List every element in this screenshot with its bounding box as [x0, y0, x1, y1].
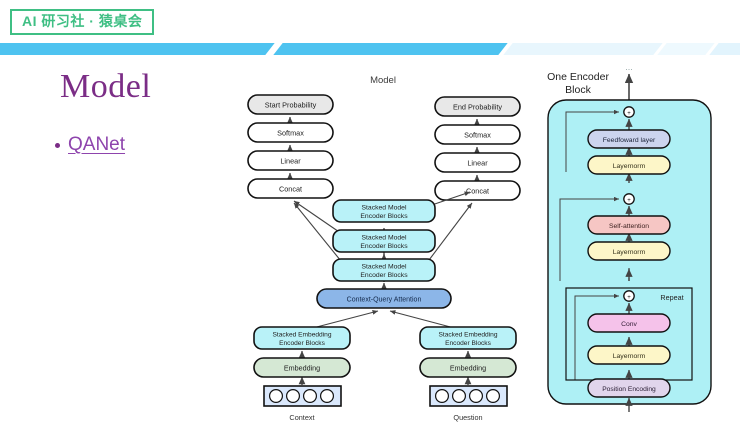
box-start-probability: Start Probability — [247, 94, 334, 115]
box-label: Linear — [467, 159, 488, 168]
bullet-item: QANet — [55, 134, 125, 156]
caption-question: Question — [453, 413, 482, 422]
box-embedding-context: Embedding — [253, 357, 351, 378]
box-label: Linear — [280, 157, 301, 166]
add-node-glyph: + — [627, 198, 631, 204]
box-label-line2: Encoder Blocks — [360, 213, 408, 220]
token-circle — [469, 389, 484, 404]
layer-feedfoward: Feedfoward layer — [587, 129, 671, 149]
layer-position-encoding: Position Encoding — [587, 378, 671, 398]
stripe-1 — [0, 43, 278, 55]
add-node-glyph: + — [627, 295, 631, 301]
box-linear-right: Linear — [434, 152, 521, 173]
token-circle — [486, 389, 501, 404]
box-label: End Probability — [453, 103, 502, 112]
figure-title: Model — [370, 75, 396, 86]
encoder-block-panel — [547, 99, 712, 405]
caption-context: Context — [289, 413, 314, 422]
layer-label: Self-attention — [609, 223, 649, 230]
box-label-line1: Stacked Model — [362, 264, 407, 271]
residual-add-nodes: + + + — [623, 106, 635, 302]
add-node-glyph: + — [627, 111, 631, 117]
stacked-model-encoder-block-1: Stacked Model Encoder Blocks — [332, 258, 436, 282]
layer-conv: Conv — [587, 313, 671, 333]
box-concat-left: Concat — [247, 178, 334, 199]
add-node-icon — [623, 290, 635, 302]
box-label-line1: Stacked Model — [362, 205, 407, 212]
stacked-embedding-encoder-context: Stacked Embedding Encoder Blocks — [253, 326, 351, 350]
layer-label: Conv — [621, 321, 637, 328]
box-label: Softmax — [464, 131, 491, 140]
box-label: Concat — [279, 185, 302, 194]
layer-layernorm-2: Layernorm — [587, 241, 671, 261]
stacked-model-encoder-blocks: Stacked Model Encoder Blocks Stacked Mod… — [332, 199, 436, 282]
token-circle — [269, 389, 284, 404]
token-circle — [435, 389, 450, 404]
token-circle — [286, 389, 301, 404]
brand-badge: AI 研习社 · 猿桌会 — [10, 9, 155, 36]
top-ellipsis: ... — [625, 62, 633, 72]
token-row-question — [429, 385, 508, 407]
box-label-line2: Encoder Blocks — [279, 340, 326, 347]
layer-label: Layernorm — [613, 249, 646, 256]
box-concat-right: Concat — [434, 180, 521, 201]
box-label: Start Probability — [265, 101, 317, 110]
encoder-block-title-line1: One Encoder — [547, 71, 609, 83]
token-circle — [320, 389, 335, 404]
stripe-4 — [654, 43, 718, 55]
box-linear-left: Linear — [247, 150, 334, 171]
layer-self-attention: Self-attention — [587, 215, 671, 235]
repeat-label: Repeat — [660, 293, 683, 302]
box-label-line2: Encoder Blocks — [360, 272, 408, 279]
page-title: Model — [60, 68, 152, 105]
layer-layernorm-3: Layernorm — [587, 345, 671, 365]
layer-label: Layernorm — [613, 163, 646, 170]
box-label: Concat — [466, 187, 489, 196]
box-end-probability: End Probability — [434, 96, 521, 117]
encoder-block-title-line2: Block — [565, 84, 591, 96]
add-node-icon — [623, 106, 635, 118]
layer-label: Position Encoding — [602, 386, 656, 393]
right-output-column: End Probability Softmax Linear Concat — [434, 96, 521, 201]
box-embedding-question: Embedding — [419, 357, 517, 378]
stacked-embedding-encoder-question: Stacked Embedding Encoder Blocks — [419, 326, 517, 350]
layer-label: Feedfoward layer — [603, 137, 656, 144]
layer-label: Layernorm — [613, 353, 646, 360]
box-label-line2: Encoder Blocks — [445, 340, 492, 347]
bullet-item-label: QANet — [68, 134, 126, 155]
bullet-dot-icon — [55, 142, 60, 148]
box-label: Embedding — [284, 364, 320, 373]
box-label-line1: Stacked Model — [362, 235, 407, 242]
stacked-model-encoder-block-3: Stacked Model Encoder Blocks — [332, 199, 436, 223]
stripe-2 — [270, 43, 511, 55]
box-softmax-left: Softmax — [247, 122, 334, 143]
left-output-column: Start Probability Softmax Linear Concat — [247, 94, 334, 199]
token-row-context — [263, 385, 342, 407]
box-label-line1: Stacked Embedding — [272, 332, 331, 339]
layer-layernorm-1: Layernorm — [587, 155, 671, 175]
token-circle — [452, 389, 467, 404]
box-label: Softmax — [277, 129, 304, 138]
token-circle — [303, 389, 318, 404]
box-context-query-attention: Context-Query Attention — [316, 288, 452, 309]
stacked-model-encoder-block-2: Stacked Model Encoder Blocks — [332, 229, 436, 253]
box-label: Embedding — [450, 364, 486, 373]
box-softmax-right: Softmax — [434, 124, 521, 145]
stripe-3 — [500, 43, 666, 55]
repeat-group-box — [565, 287, 693, 381]
decorative-stripe-band — [0, 43, 740, 55]
box-label-line2: Encoder Blocks — [360, 243, 408, 250]
add-node-icon — [623, 193, 635, 205]
encoder-layers: Feedfoward layer Layernorm Self-attentio… — [587, 129, 671, 398]
box-label-line1: Stacked Embedding — [438, 332, 497, 339]
box-label: Context-Query Attention — [347, 297, 422, 304]
